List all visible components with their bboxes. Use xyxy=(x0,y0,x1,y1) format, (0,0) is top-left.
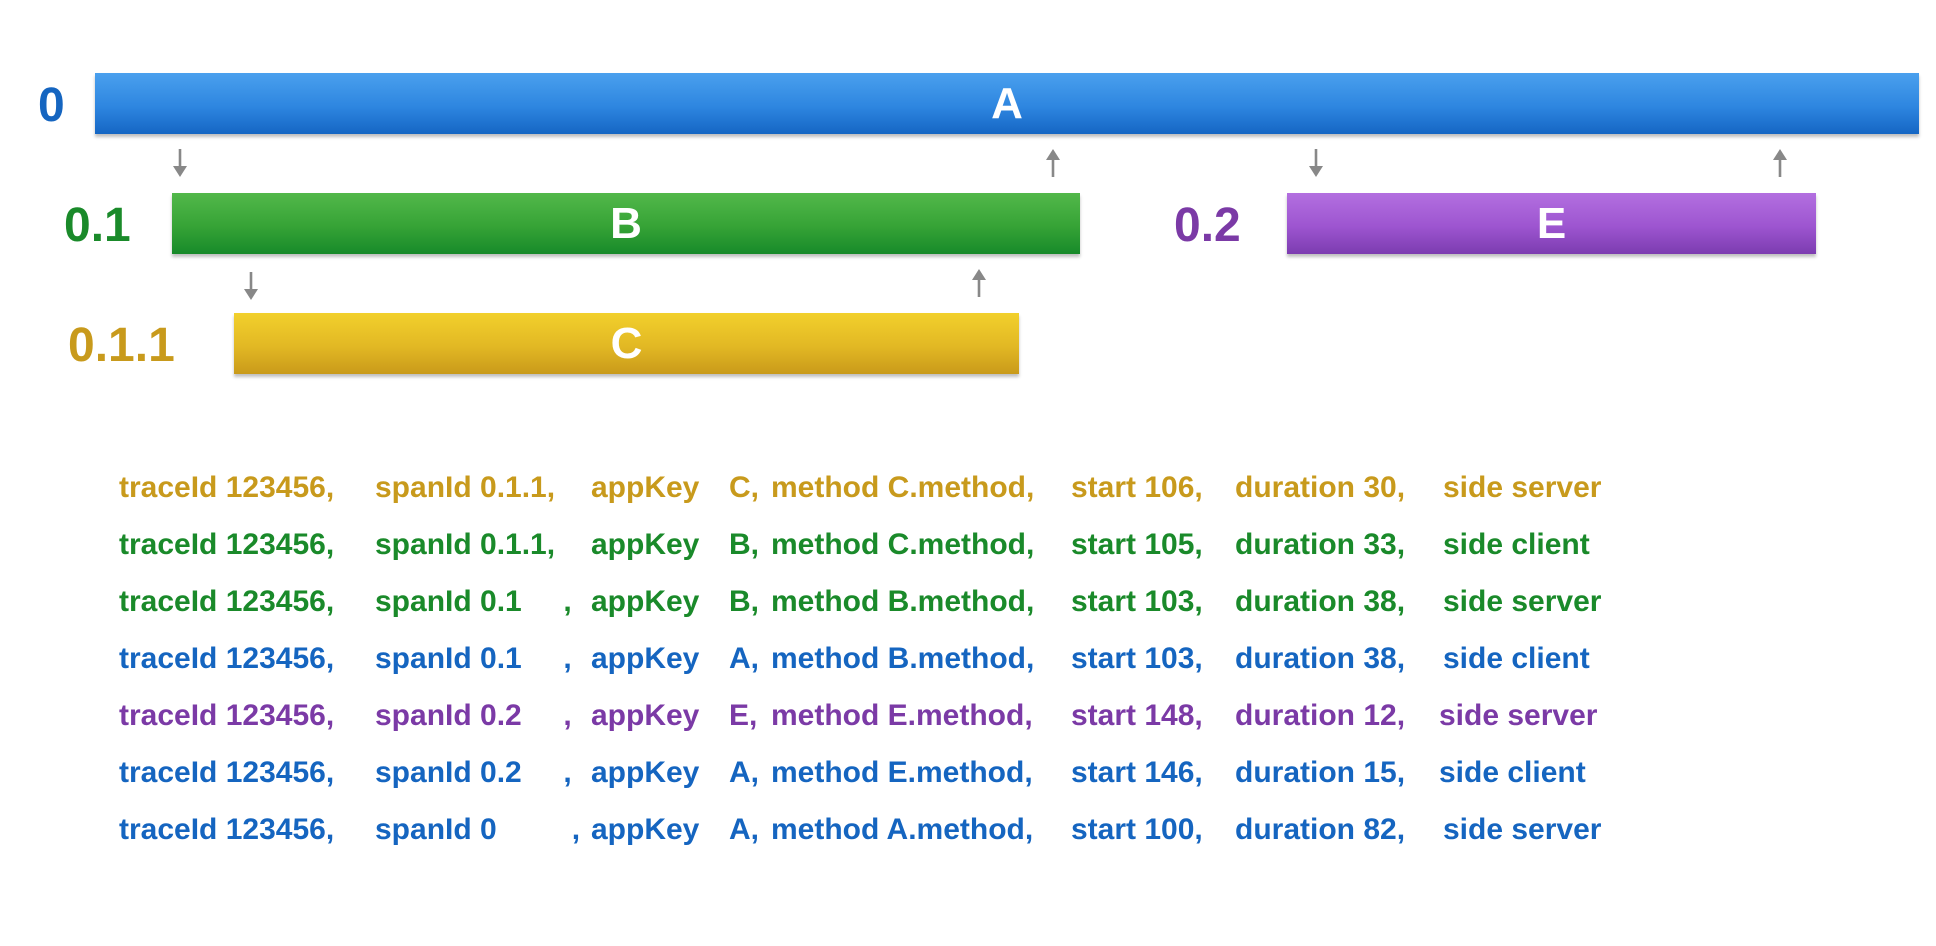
record-method: method A.method, xyxy=(771,813,1034,846)
span-id-label-0-1-1: 0.1.1 xyxy=(68,319,175,372)
record-trace-id: traceId 123456, xyxy=(119,756,335,789)
record-app: E, xyxy=(729,699,758,732)
record-duration: duration 82, xyxy=(1235,813,1406,846)
record-span-id: spanId 0.1 , xyxy=(375,585,572,618)
record-span-id: spanId 0.2 , xyxy=(375,756,572,789)
record-duration: duration 15, xyxy=(1235,756,1406,789)
record-app-key: appKey xyxy=(591,585,700,618)
record-side: side server xyxy=(1443,471,1602,504)
span-bar-a: A xyxy=(95,73,1919,134)
span-bar-b-label: B xyxy=(610,198,642,248)
record-app-key: appKey xyxy=(591,699,700,732)
span-bar-a-label: A xyxy=(991,78,1023,128)
record-app-key: appKey xyxy=(591,813,700,846)
record-method: method B.method, xyxy=(771,585,1035,618)
record-start: start 103, xyxy=(1071,642,1203,675)
record-app-key: appKey xyxy=(591,471,700,504)
record-trace-id: traceId 123456, xyxy=(119,528,335,561)
record-trace-id: traceId 123456, xyxy=(119,585,335,618)
record-trace-id: traceId 123456, xyxy=(119,642,335,675)
span-id-label-0-1: 0.1 xyxy=(64,199,131,252)
span-bar-c-label: C xyxy=(610,318,643,368)
record-app: C, xyxy=(729,471,759,504)
record-start: start 103, xyxy=(1071,585,1203,618)
record-span-id: spanId 0 , xyxy=(375,813,581,846)
record-duration: duration 30, xyxy=(1235,471,1406,504)
record-start: start 148, xyxy=(1071,699,1203,732)
record-app: A, xyxy=(729,642,759,675)
record-start: start 106, xyxy=(1071,471,1203,504)
record-duration: duration 12, xyxy=(1235,699,1406,732)
record-side: side server xyxy=(1443,585,1602,618)
record-method: method C.method, xyxy=(771,528,1035,561)
record-app-key: appKey xyxy=(591,756,700,789)
record-side: side server xyxy=(1443,813,1602,846)
record-duration: duration 38, xyxy=(1235,585,1406,618)
span-bar-b: B xyxy=(172,193,1080,254)
record-app: A, xyxy=(729,756,759,789)
span-bar-e: E xyxy=(1287,193,1816,254)
record-trace-id: traceId 123456, xyxy=(119,471,335,504)
return-up-arrow-icon xyxy=(1773,149,1787,177)
call-down-arrow-icon xyxy=(173,149,187,177)
record-trace-id: traceId 123456, xyxy=(119,813,335,846)
record-method: method B.method, xyxy=(771,642,1035,675)
record-span-id: spanId 0.1 , xyxy=(375,642,572,675)
record-side: side server xyxy=(1439,699,1598,732)
span-bar-c: C xyxy=(234,313,1019,374)
record-side: side client xyxy=(1439,756,1586,789)
record-duration: duration 33, xyxy=(1235,528,1406,561)
record-span-id: spanId 0.1.1, xyxy=(375,471,556,504)
return-up-arrow-icon xyxy=(1046,149,1060,177)
record-method: method E.method, xyxy=(771,756,1033,789)
span-id-label-0: 0 xyxy=(38,79,65,132)
record-side: side client xyxy=(1443,528,1590,561)
span-bar-e-label: E xyxy=(1536,198,1567,248)
record-app: B, xyxy=(729,528,759,561)
record-app-key: appKey xyxy=(591,642,700,675)
record-span-id: spanId 0.1.1, xyxy=(375,528,556,561)
call-down-arrow-icon xyxy=(244,272,258,300)
record-span-id: spanId 0.2 , xyxy=(375,699,572,732)
record-start: start 146, xyxy=(1071,756,1203,789)
return-up-arrow-icon xyxy=(972,269,986,297)
call-down-arrow-icon xyxy=(1309,149,1323,177)
span-id-label-0-2: 0.2 xyxy=(1174,199,1241,252)
record-duration: duration 38, xyxy=(1235,642,1406,675)
record-method: method C.method, xyxy=(771,471,1035,504)
record-app: A, xyxy=(729,813,759,846)
record-method: method E.method, xyxy=(771,699,1033,732)
record-app-key: appKey xyxy=(591,528,700,561)
record-app: B, xyxy=(729,585,759,618)
record-start: start 100, xyxy=(1071,813,1203,846)
record-trace-id: traceId 123456, xyxy=(119,699,335,732)
record-start: start 105, xyxy=(1071,528,1203,561)
record-side: side client xyxy=(1443,642,1590,675)
